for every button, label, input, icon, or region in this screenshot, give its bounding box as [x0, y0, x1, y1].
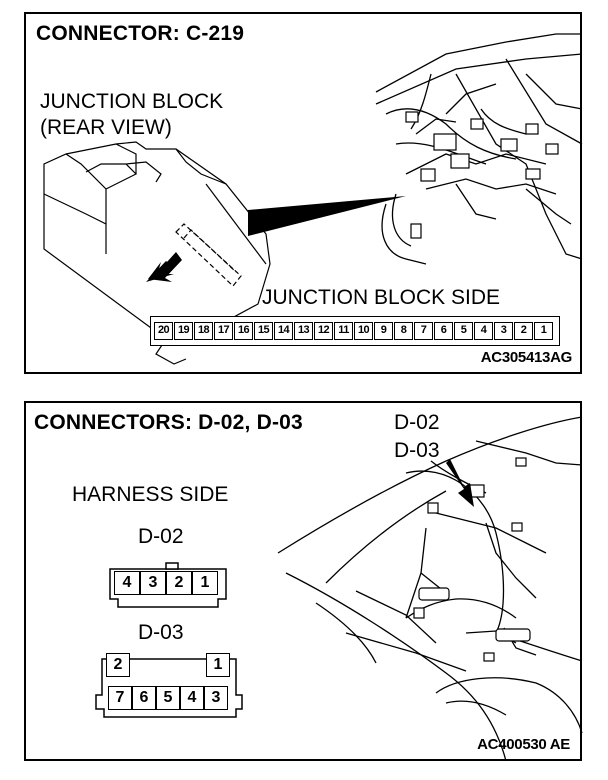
pin-1: 1 — [534, 322, 553, 340]
pin-2: 2 — [166, 571, 192, 595]
panel-title-d02-d03: CONNECTORS: D-02, D-03 — [34, 411, 303, 434]
connectors-d02-d03-panel: CONNECTORS: D-02, D-03 D-02 D-03 HARNESS… — [24, 401, 583, 762]
d02-label: D-02 — [138, 525, 184, 548]
d03-label: D-03 — [138, 621, 184, 644]
pin-4: 4 — [114, 571, 140, 595]
pin-19: 19 — [174, 322, 193, 340]
pin-14: 14 — [274, 322, 293, 340]
pin-6: 6 — [434, 322, 453, 340]
pin-7: 7 — [414, 322, 433, 340]
figure-code-d02-d03: AC400530 AE — [477, 736, 570, 753]
pin-5: 5 — [156, 686, 180, 710]
panel-title-c219: CONNECTOR: C-219 — [36, 22, 245, 45]
callout-arrow-icon — [446, 459, 474, 507]
rear-view-label: (REAR VIEW) — [40, 116, 172, 139]
pin-2: 2 — [106, 653, 130, 677]
pin-13: 13 — [294, 322, 313, 340]
pin-11: 11 — [334, 322, 353, 340]
pin-17: 17 — [214, 322, 233, 340]
pin-3: 3 — [140, 571, 166, 595]
pin-9: 9 — [374, 322, 393, 340]
junction-block-illustration — [43, 33, 583, 365]
pin-7: 7 — [108, 686, 132, 710]
pin-16: 16 — [234, 322, 253, 340]
pin-1: 1 — [206, 653, 230, 677]
pin-4: 4 — [180, 686, 204, 710]
pin-10: 10 — [354, 322, 373, 340]
connector-c219-panel: CONNECTOR: C-219 JUNCTION BLOCK (REAR VI… — [24, 12, 583, 374]
pin-4: 4 — [474, 322, 493, 340]
pin-6: 6 — [132, 686, 156, 710]
pin-3: 3 — [204, 686, 228, 710]
callout-label-d03: D-03 — [394, 439, 440, 462]
pin-2: 2 — [514, 322, 533, 340]
pin-15: 15 — [254, 322, 273, 340]
pointer-arrow-icon — [146, 261, 174, 282]
callout-label-d02: D-02 — [394, 411, 440, 434]
pin-5: 5 — [454, 322, 473, 340]
callout-wedge-icon — [248, 196, 406, 236]
pin-12: 12 — [314, 322, 333, 340]
junction-block-side-label: JUNCTION BLOCK SIDE — [262, 286, 501, 309]
harness-side-label: HARNESS SIDE — [72, 483, 229, 506]
pin-18: 18 — [194, 322, 213, 340]
figure-code-c219: AC305413AG — [480, 349, 573, 366]
junction-block-label: JUNCTION BLOCK — [40, 90, 224, 113]
pin-1: 1 — [192, 571, 218, 595]
pin-20: 20 — [154, 322, 173, 340]
pin-3: 3 — [494, 322, 513, 340]
pin-8: 8 — [394, 322, 413, 340]
